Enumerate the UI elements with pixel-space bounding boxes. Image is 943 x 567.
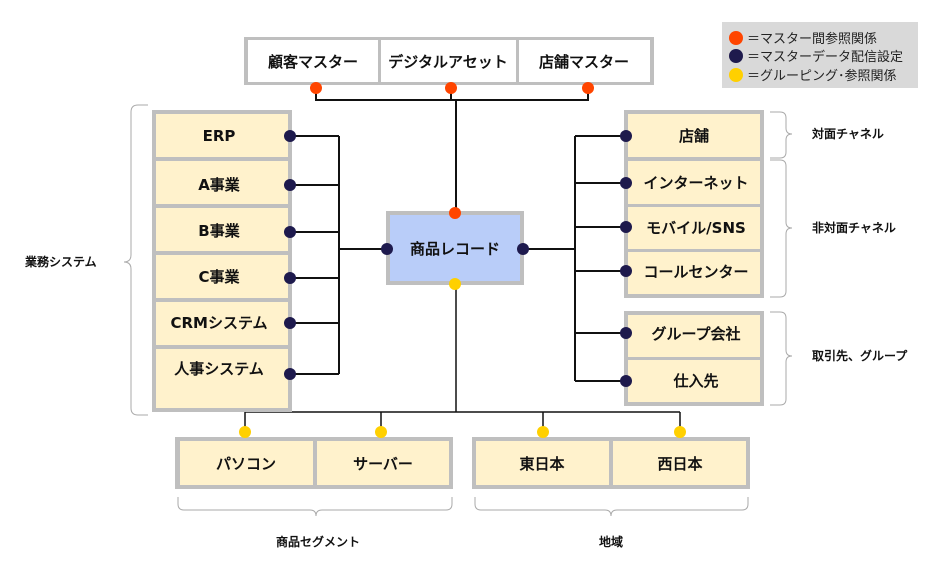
system-erp[interactable]: ERP: [203, 127, 236, 145]
legend-label-grouping-reference: ＝グルーピング･参照関係: [747, 68, 897, 84]
master-digital-asset[interactable]: デジタルアセット: [388, 53, 507, 71]
red-dot: [449, 207, 461, 219]
right-channels: 店舗 インターネット モバイル/SNS コールセンター グループ会社 仕入先: [624, 110, 764, 406]
yellow-dot: [537, 426, 549, 438]
master-store[interactable]: 店舗マスター: [539, 53, 629, 71]
navy-dot: [284, 179, 296, 191]
bottom-group-label-segment: 商品セグメント: [276, 534, 360, 549]
navy-dot: [284, 368, 296, 380]
bottom-group-label-region: 地域: [599, 534, 623, 549]
channel-internet[interactable]: インターネット: [643, 174, 748, 192]
channel-mobile-sns[interactable]: モバイル/SNS: [646, 219, 746, 237]
navy-dot: [284, 317, 296, 329]
red-dot: [582, 82, 594, 94]
yellow-dot: [239, 426, 251, 438]
center-label: 商品レコード: [410, 240, 500, 258]
legend-navy-dot: [729, 49, 743, 63]
navy-dot: [284, 130, 296, 142]
yellow-dot: [674, 426, 686, 438]
right-group-label-nonface: 非対面チャネル: [812, 220, 896, 235]
segment-server[interactable]: サーバー: [353, 455, 413, 473]
navy-dot: [620, 265, 632, 277]
system-c[interactable]: C事業: [198, 268, 240, 286]
right-connector: [523, 135, 626, 382]
left-brace: [123, 104, 148, 416]
top-master-group: 顧客マスター デジタルアセット 店舗マスター: [244, 37, 654, 85]
top-connector: [315, 88, 589, 212]
center-node[interactable]: 商品レコード: [386, 211, 524, 285]
legend-red-dot: [729, 31, 743, 45]
navy-dot: [620, 221, 632, 233]
master-customer[interactable]: 顧客マスター: [268, 53, 358, 71]
system-hr[interactable]: 人事システム: [174, 360, 264, 378]
region-east[interactable]: 東日本: [519, 455, 564, 473]
navy-dot: [517, 243, 529, 255]
bottom-connector: [244, 284, 681, 432]
right-braces: [770, 111, 793, 406]
system-a[interactable]: A事業: [198, 176, 241, 194]
navy-dot: [620, 177, 632, 189]
left-group-label: 業務システム: [24, 254, 97, 269]
channel-supplier[interactable]: 仕入先: [672, 372, 718, 390]
bottom-braces: [177, 497, 749, 517]
red-dot: [445, 82, 457, 94]
legend: ＝マスター間参照関係 ＝マスターデータ配信設定 ＝グルーピング･参照関係: [722, 22, 918, 88]
yellow-dot: [375, 426, 387, 438]
left-systems: ERP A事業 B事業 C事業 CRMシステム 人事システム: [152, 110, 292, 412]
navy-dot: [284, 226, 296, 238]
segment-pc[interactable]: パソコン: [216, 455, 276, 473]
yellow-dot: [449, 278, 461, 290]
channel-call-center[interactable]: コールセンター: [643, 263, 748, 281]
navy-dot: [620, 130, 632, 142]
legend-yellow-dot: [729, 68, 743, 82]
connection-dots: [239, 82, 686, 438]
legend-label-master-reference: ＝マスター間参照関係: [747, 31, 877, 47]
system-b[interactable]: B事業: [198, 222, 240, 240]
channel-store[interactable]: 店舗: [679, 127, 709, 145]
navy-dot: [620, 327, 632, 339]
channel-group-company[interactable]: グループ会社: [651, 325, 740, 343]
navy-dot: [284, 272, 296, 284]
navy-dot: [620, 375, 632, 387]
system-crm[interactable]: CRMシステム: [170, 314, 267, 332]
red-dot: [310, 82, 322, 94]
legend-label-master-distribution: ＝マスターデータ配信設定: [747, 49, 903, 65]
region-west[interactable]: 西日本: [657, 455, 702, 473]
right-group-label-partner: 取引先、グループ: [812, 348, 908, 363]
left-connector: [290, 135, 387, 375]
navy-dot: [381, 243, 393, 255]
bottom-groups: パソコン サーバー 東日本 西日本: [175, 437, 750, 489]
right-group-label-face: 対面チャネル: [811, 126, 884, 141]
